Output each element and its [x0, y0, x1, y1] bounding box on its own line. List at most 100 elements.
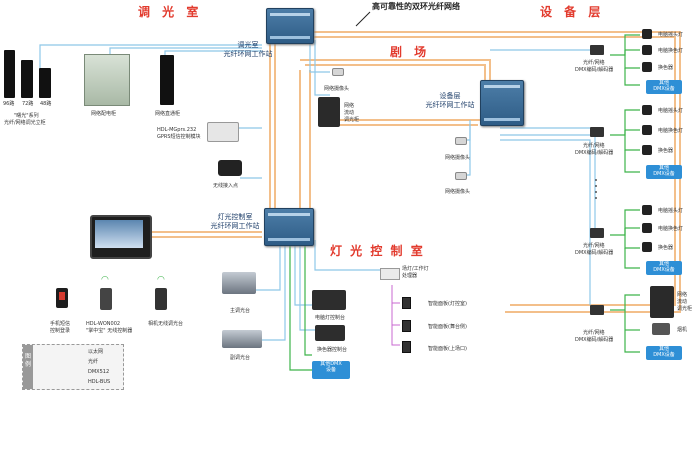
equipment-rack-device [650, 286, 674, 318]
legend: 图 例 [22, 344, 124, 390]
dimmer-cabinet-96 [4, 50, 15, 98]
other-dmx-4: 其他 DMX设备 [646, 346, 682, 360]
smart-panel-3-label: 智能面板(上场口) [428, 346, 467, 352]
wifi-signal-icon-1: ◠ [101, 275, 109, 285]
dimmer-cabinet-48 [39, 68, 51, 98]
dmx-lines [289, 34, 640, 371]
legend-header: 图 例 [23, 345, 33, 389]
bus-lines [391, 285, 400, 346]
distribution-cabinet [84, 54, 130, 106]
pda-label-line1: HDL-WON002 [86, 321, 121, 327]
moving-head-3-label: 电脑摇头灯 [658, 208, 684, 214]
smart-panel-2-icon [402, 320, 411, 332]
other-dmx-4-line2: DMX设备 [653, 352, 675, 358]
scroller-2-icon [642, 145, 652, 155]
smart-panel-3-icon [402, 341, 411, 353]
other-dmx-4-line1: 其他 [658, 346, 669, 352]
equipment-rack-line2: 流动 [677, 299, 688, 305]
direct-cabinet [160, 55, 174, 105]
scroller-3-label: 换色器 [658, 245, 674, 251]
moving-head-1-label: 电脑摇头灯 [658, 32, 684, 38]
effect-console-label: 换色器控制台 [317, 347, 348, 353]
moving-head-1-icon [642, 29, 652, 39]
legend-bus: HDL-BUS [88, 379, 111, 385]
node-4-label-line1: 光纤/网络 [583, 330, 605, 336]
wifi-label: 无线接入点 [213, 183, 239, 189]
node-2-label-line1: 光纤/网络 [583, 143, 605, 149]
legend-ethernet: 以太网 [88, 349, 104, 355]
node-4-label-line2: DMX编码/解码器 [575, 337, 614, 343]
dimming-workstation-subtitle: 光纤环网工作站 [223, 50, 273, 58]
phone-label-line1: 手机短信 [50, 321, 71, 327]
scroller-1-icon [642, 62, 652, 72]
equipment-workstation-rack [480, 80, 524, 126]
camera-c-label: 网络摄像头 [445, 189, 471, 195]
legend-dmx: DMX512 [88, 369, 110, 375]
tablet-icon [155, 288, 167, 310]
color-changer-2-icon [642, 125, 652, 135]
network-headline: 高可靠性的双环光纤网络 [372, 2, 460, 11]
direct-cabinet-label: 网络直通柜 [155, 111, 181, 117]
control-workstation-title: 灯光控制室 [217, 213, 253, 221]
pda-label: HDL-WON002 "掌中宝" 无线控制器 [86, 321, 132, 335]
pda-icon [100, 288, 112, 310]
smoke-machine-icon [652, 323, 670, 335]
smart-panel-2-label: 智能面板(舞台侧) [428, 324, 467, 330]
color-changer-1-label: 电脑换色灯 [658, 48, 684, 54]
node-2 [590, 127, 604, 137]
color-changer-2-label: 电脑换色灯 [658, 128, 684, 134]
wifi-signal-icon-2: ◠ [157, 275, 165, 285]
cabinet-caption-line2: 光纤/网络调光立柜 [4, 120, 46, 126]
wifi-router [218, 160, 242, 176]
other-dmx-3-line2: DMX设备 [653, 267, 675, 273]
other-dmx-3-line1: 其他 [658, 261, 669, 267]
computer-console-label: 电脑灯控制台 [315, 315, 346, 321]
tablet-label: 相机无线调光台 [148, 321, 184, 327]
cabinet-caption-line1: "曙光"系列 [14, 113, 39, 119]
main-console-label: 主调光台 [230, 308, 251, 314]
dimming-workstation-title: 调光室 [237, 41, 259, 49]
pda-label-line2: "掌中宝" 无线控制器 [86, 328, 133, 334]
flight-case-line3: 调光柜 [344, 117, 360, 123]
scroller-3-icon [642, 242, 652, 252]
control-other-dmx-line1: 其他DMX [320, 361, 342, 367]
headline-pointer [355, 11, 371, 27]
legend-fiber: 光纤 [88, 359, 99, 365]
phone-label-line2: 控制登录 [50, 328, 71, 334]
phone-screen [59, 292, 65, 300]
camera-a-icon [332, 68, 344, 76]
other-dmx-3: 其他 DMX设备 [646, 261, 682, 275]
control-workstation-label: 灯光控制室 光纤环网工作站 [195, 213, 275, 231]
ellipsis-dots [595, 179, 597, 199]
other-dmx-1-line2: DMX设备 [653, 86, 675, 92]
node-2-label-line2: DMX编码/解码器 [575, 150, 614, 156]
section-control-room: 灯 光 控 制 室 [330, 244, 425, 258]
dimming-workstation-rack [266, 8, 314, 44]
section-stage: 剧 场 [390, 45, 431, 59]
other-dmx-2-line2: DMX设备 [653, 171, 675, 177]
camera-b-icon [455, 137, 467, 145]
computer-console-icon [312, 290, 346, 310]
other-dmx-2-line1: 其他 [658, 165, 669, 171]
node-3 [590, 228, 604, 238]
camera-c-icon [455, 172, 467, 180]
other-dmx-2: 其他 DMX设备 [646, 165, 682, 179]
section-equipment-floor: 设 备 层 [540, 5, 605, 19]
flight-case-line1: 网络 [344, 103, 355, 109]
gprs-model: HDL-MGprs.232 [157, 127, 197, 133]
gprs-description: GPRS短信控制模块 [157, 134, 201, 140]
node-3-label-line1: 光纤/网络 [583, 243, 605, 249]
smoke-machine-label: 烟机 [677, 327, 688, 333]
cabinet-count-72: 72路 [22, 101, 34, 107]
backup-console-icon [222, 330, 262, 348]
smart-panel-1-label: 智能面板(灯控室) [428, 301, 467, 307]
camera-b-label: 网络摄像头 [445, 155, 471, 161]
node-3-label-line2: DMX编码/解码器 [575, 250, 614, 256]
moving-head-2-label: 电脑摇头灯 [658, 108, 684, 114]
equipment-rack-line3: 调光柜 [677, 306, 693, 312]
other-dmx-1: 其他 DMX设备 [646, 80, 682, 94]
control-other-dmx-line2: 设备 [325, 367, 336, 373]
scroller-1-label: 换色器 [658, 65, 674, 71]
gprs-module-device [207, 122, 239, 142]
